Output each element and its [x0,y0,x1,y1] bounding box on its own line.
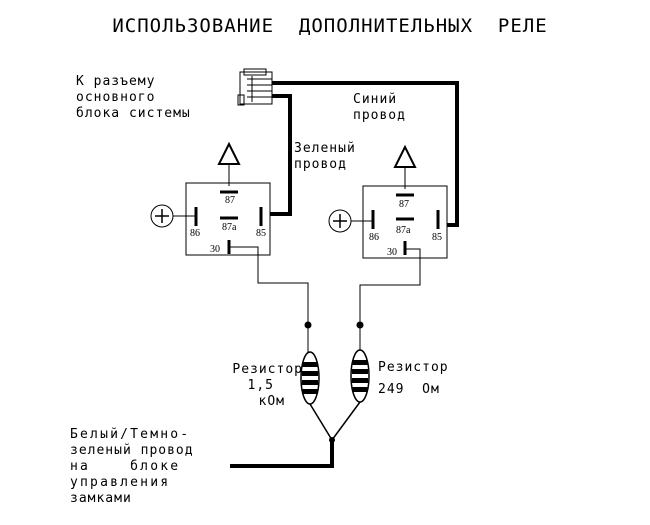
relay-left-pin-87: 87 [225,195,235,206]
ground-triangle-icon [217,141,241,165]
svg-text:кОм: кОм [259,394,285,409]
relay-right-pin-87: 87 [399,199,409,210]
svg-text:провод: провод [353,108,406,123]
plus-terminal-icon [150,204,196,228]
left-relay-output-wire [229,246,309,352]
svg-text:Резистор: Резистор [232,362,303,377]
white-wire-label: Белый/Темно- зеленый провод на блоке упр… [70,427,194,506]
connector-plug-icon [237,68,273,106]
resistor-merge-wires [309,401,361,442]
relay-right: 87 87a 86 85 30 [362,144,448,259]
ground-triangle-icon [393,144,417,168]
relay-left-pin-85: 85 [256,228,266,239]
green-wire-label: Зеленый провод [294,141,356,172]
svg-text:основного: основного [76,90,155,105]
resistor-left-label: Резистор 1,5 кОм [232,362,303,409]
junction-dot [304,321,312,329]
relay-right-pin-30: 30 [387,247,397,258]
svg-text:Синий: Синий [353,92,397,107]
plus-terminal-icon [328,209,373,233]
relay-left-pin-86: 86 [190,228,200,239]
svg-text:1,5: 1,5 [248,378,274,393]
svg-text:на блоке: на блоке [70,459,180,474]
svg-text:зеленый провод: зеленый провод [70,443,194,458]
svg-text:Резистор: Резистор [378,360,449,375]
svg-text:блока системы: блока системы [76,106,191,121]
svg-text:К разъему: К разъему [76,74,155,89]
relay-right-pin-85: 85 [432,232,442,243]
resistor-right-label: Резистор 249 Ом [378,360,449,397]
svg-text:Зеленый: Зеленый [294,141,356,156]
relay-left-pin-87a: 87a [222,222,237,233]
resistor-right-icon [350,349,370,403]
svg-text:Белый/Темно-: Белый/Темно- [70,427,190,442]
right-relay-output-wire [359,248,421,352]
svg-text:управления: управления [70,475,170,490]
relay-right-body [362,185,448,259]
resistor-left-icon [300,351,320,405]
svg-text:провод: провод [294,157,347,172]
svg-text:замками: замками [70,491,132,506]
svg-text:249 Ом: 249 Ом [378,382,440,397]
blue-wire-label: Синий провод [353,92,406,123]
diagram-title: ИСПОЛЬЗОВАНИЕ ДОПОЛНИТЕЛЬНЫХ РЕЛЕ [112,15,547,37]
white-green-wire [230,440,334,468]
relay-left: 87 87a 86 85 30 [185,141,271,256]
relay-right-pin-86: 86 [369,232,379,243]
junction-dot [356,321,364,329]
green-wire [260,94,292,216]
relay-left-pin-30: 30 [210,244,220,255]
relay-right-pin-87a: 87a [396,225,411,236]
connector-label: К разъему основного блока системы [76,74,191,121]
